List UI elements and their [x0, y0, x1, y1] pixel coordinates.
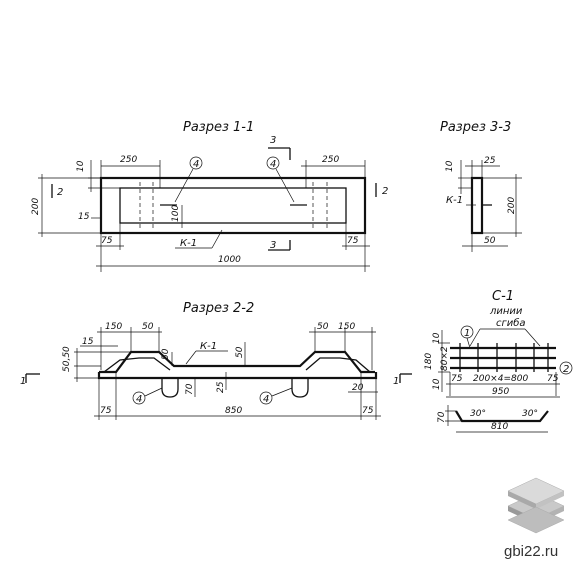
dim-text: 50 — [142, 322, 154, 332]
callout-label: 4 — [136, 394, 142, 405]
dim-text: 100 — [171, 205, 181, 222]
callout-label: 2 — [563, 364, 569, 375]
section-1-1-inner — [119, 187, 347, 224]
dim-text: 200 — [507, 197, 517, 214]
leader-line — [469, 328, 481, 347]
dim-text: 250 — [322, 155, 339, 165]
logo-slab — [507, 477, 565, 505]
section-marker-label: 2 — [57, 187, 63, 198]
dim-text: 1000 — [218, 255, 241, 265]
dim-text: 25 — [484, 156, 496, 166]
section-marker-label: 1 — [20, 376, 26, 387]
dim-text: 50 — [484, 236, 496, 246]
callout-label: 1 — [464, 328, 470, 339]
callout-label: 4 — [263, 394, 269, 405]
mesh-bent-profile — [455, 410, 549, 423]
lifting-loop — [161, 378, 179, 398]
section-marker-label: 3 — [270, 135, 276, 146]
callout-label: 4 — [193, 159, 199, 170]
dim-text: 150 — [338, 322, 355, 332]
dim-text: 75 — [451, 374, 463, 384]
dim-text: 75 — [547, 374, 559, 384]
dim-text: 180 — [424, 353, 434, 370]
dim-text: 250 — [120, 155, 137, 165]
callout-circle — [189, 156, 203, 170]
dim-text: 20 — [352, 383, 364, 393]
dim-text: 200×4=800 — [473, 374, 528, 384]
callout-circle — [266, 156, 280, 170]
section-2-2-inner — [305, 357, 371, 373]
dim-text: 80×2 — [440, 346, 450, 371]
dim-text: 50 — [161, 348, 171, 360]
section-2-2-profile — [99, 350, 375, 374]
callout-circle — [559, 361, 573, 375]
leader-line — [185, 350, 197, 365]
logo-slab — [508, 491, 536, 509]
dim-text: 200 — [31, 198, 41, 215]
dim-text: 75 — [101, 236, 113, 246]
k1-label: К-1 — [446, 195, 463, 206]
leader-line — [144, 387, 163, 397]
leader-line — [466, 337, 471, 349]
dim-text: 15 — [78, 212, 90, 222]
watermark-logo: gbi22.ru — [504, 477, 565, 560]
dim-text: 50 — [235, 346, 245, 358]
section-2-2-inner — [103, 357, 171, 373]
callout-circle — [132, 391, 146, 405]
dim-text: 150 — [105, 322, 122, 332]
dim-text: 25 — [216, 381, 226, 393]
dim-text: 50 — [317, 322, 329, 332]
dim-text: 70 — [437, 411, 447, 423]
leader-line — [174, 168, 194, 203]
section-1-1-title: Разрез 1-1 — [183, 120, 254, 135]
bend-lines-label: сгиба — [496, 317, 526, 329]
dim-text: 10 — [445, 160, 455, 172]
dim-text: 70 — [185, 383, 195, 395]
k1-label: К-1 — [180, 238, 197, 249]
logo-slab — [536, 491, 564, 509]
dim-text: 75 — [362, 406, 374, 416]
dim-text: 30° — [470, 409, 486, 419]
dim-text: 30° — [522, 409, 538, 419]
logo-slab — [507, 506, 565, 534]
section-3-3-title: Разрез 3-3 — [440, 120, 511, 135]
mesh-c1: С-1 линии сгиба 1 2 10 180 80×2 10 — [393, 289, 573, 433]
dim-text: 10 — [432, 378, 442, 390]
section-3-3-outline — [470, 176, 484, 235]
leader-line — [275, 168, 295, 203]
section-2-2: Разрез 2-2 4 4 150 50 50 150 15 50,50 — [20, 301, 381, 420]
k1-label: К-1 — [200, 341, 217, 352]
section-2-2-title: Разрез 2-2 — [183, 301, 254, 316]
dim-text: 950 — [492, 387, 509, 397]
dim-text: 75 — [100, 406, 112, 416]
lifting-loop — [291, 378, 309, 398]
section-1-1-outline — [99, 176, 367, 235]
dim-text: 75 — [347, 236, 359, 246]
section-1-1: Разрез 1-1 4 4 250 250 10 — [31, 120, 388, 272]
callout-label: 4 — [270, 159, 276, 170]
dim-text: 810 — [491, 422, 508, 432]
leader-line — [271, 387, 293, 397]
section-2-2-profile-bottom — [97, 372, 378, 380]
mesh-c1-title: С-1 — [492, 289, 514, 304]
bend-lines-label: линии — [489, 306, 523, 317]
watermark-text: gbi22.ru — [504, 543, 558, 560]
section-3-3: Разрез 3-3 25 10 К-1 200 50 — [440, 120, 522, 252]
dim-text: 50,50 — [62, 346, 72, 372]
dim-text: 10 — [76, 160, 86, 172]
section-marker-label: 2 — [382, 186, 388, 197]
dim-text: 850 — [225, 406, 242, 416]
dim-text: 10 — [432, 332, 442, 344]
section-marker-label: 1 — [393, 376, 399, 387]
leader-line — [211, 229, 223, 249]
dim-text: 15 — [82, 337, 94, 347]
leader-line — [524, 328, 541, 347]
callout-circle — [259, 391, 273, 405]
section-marker-label: 3 — [270, 240, 276, 251]
